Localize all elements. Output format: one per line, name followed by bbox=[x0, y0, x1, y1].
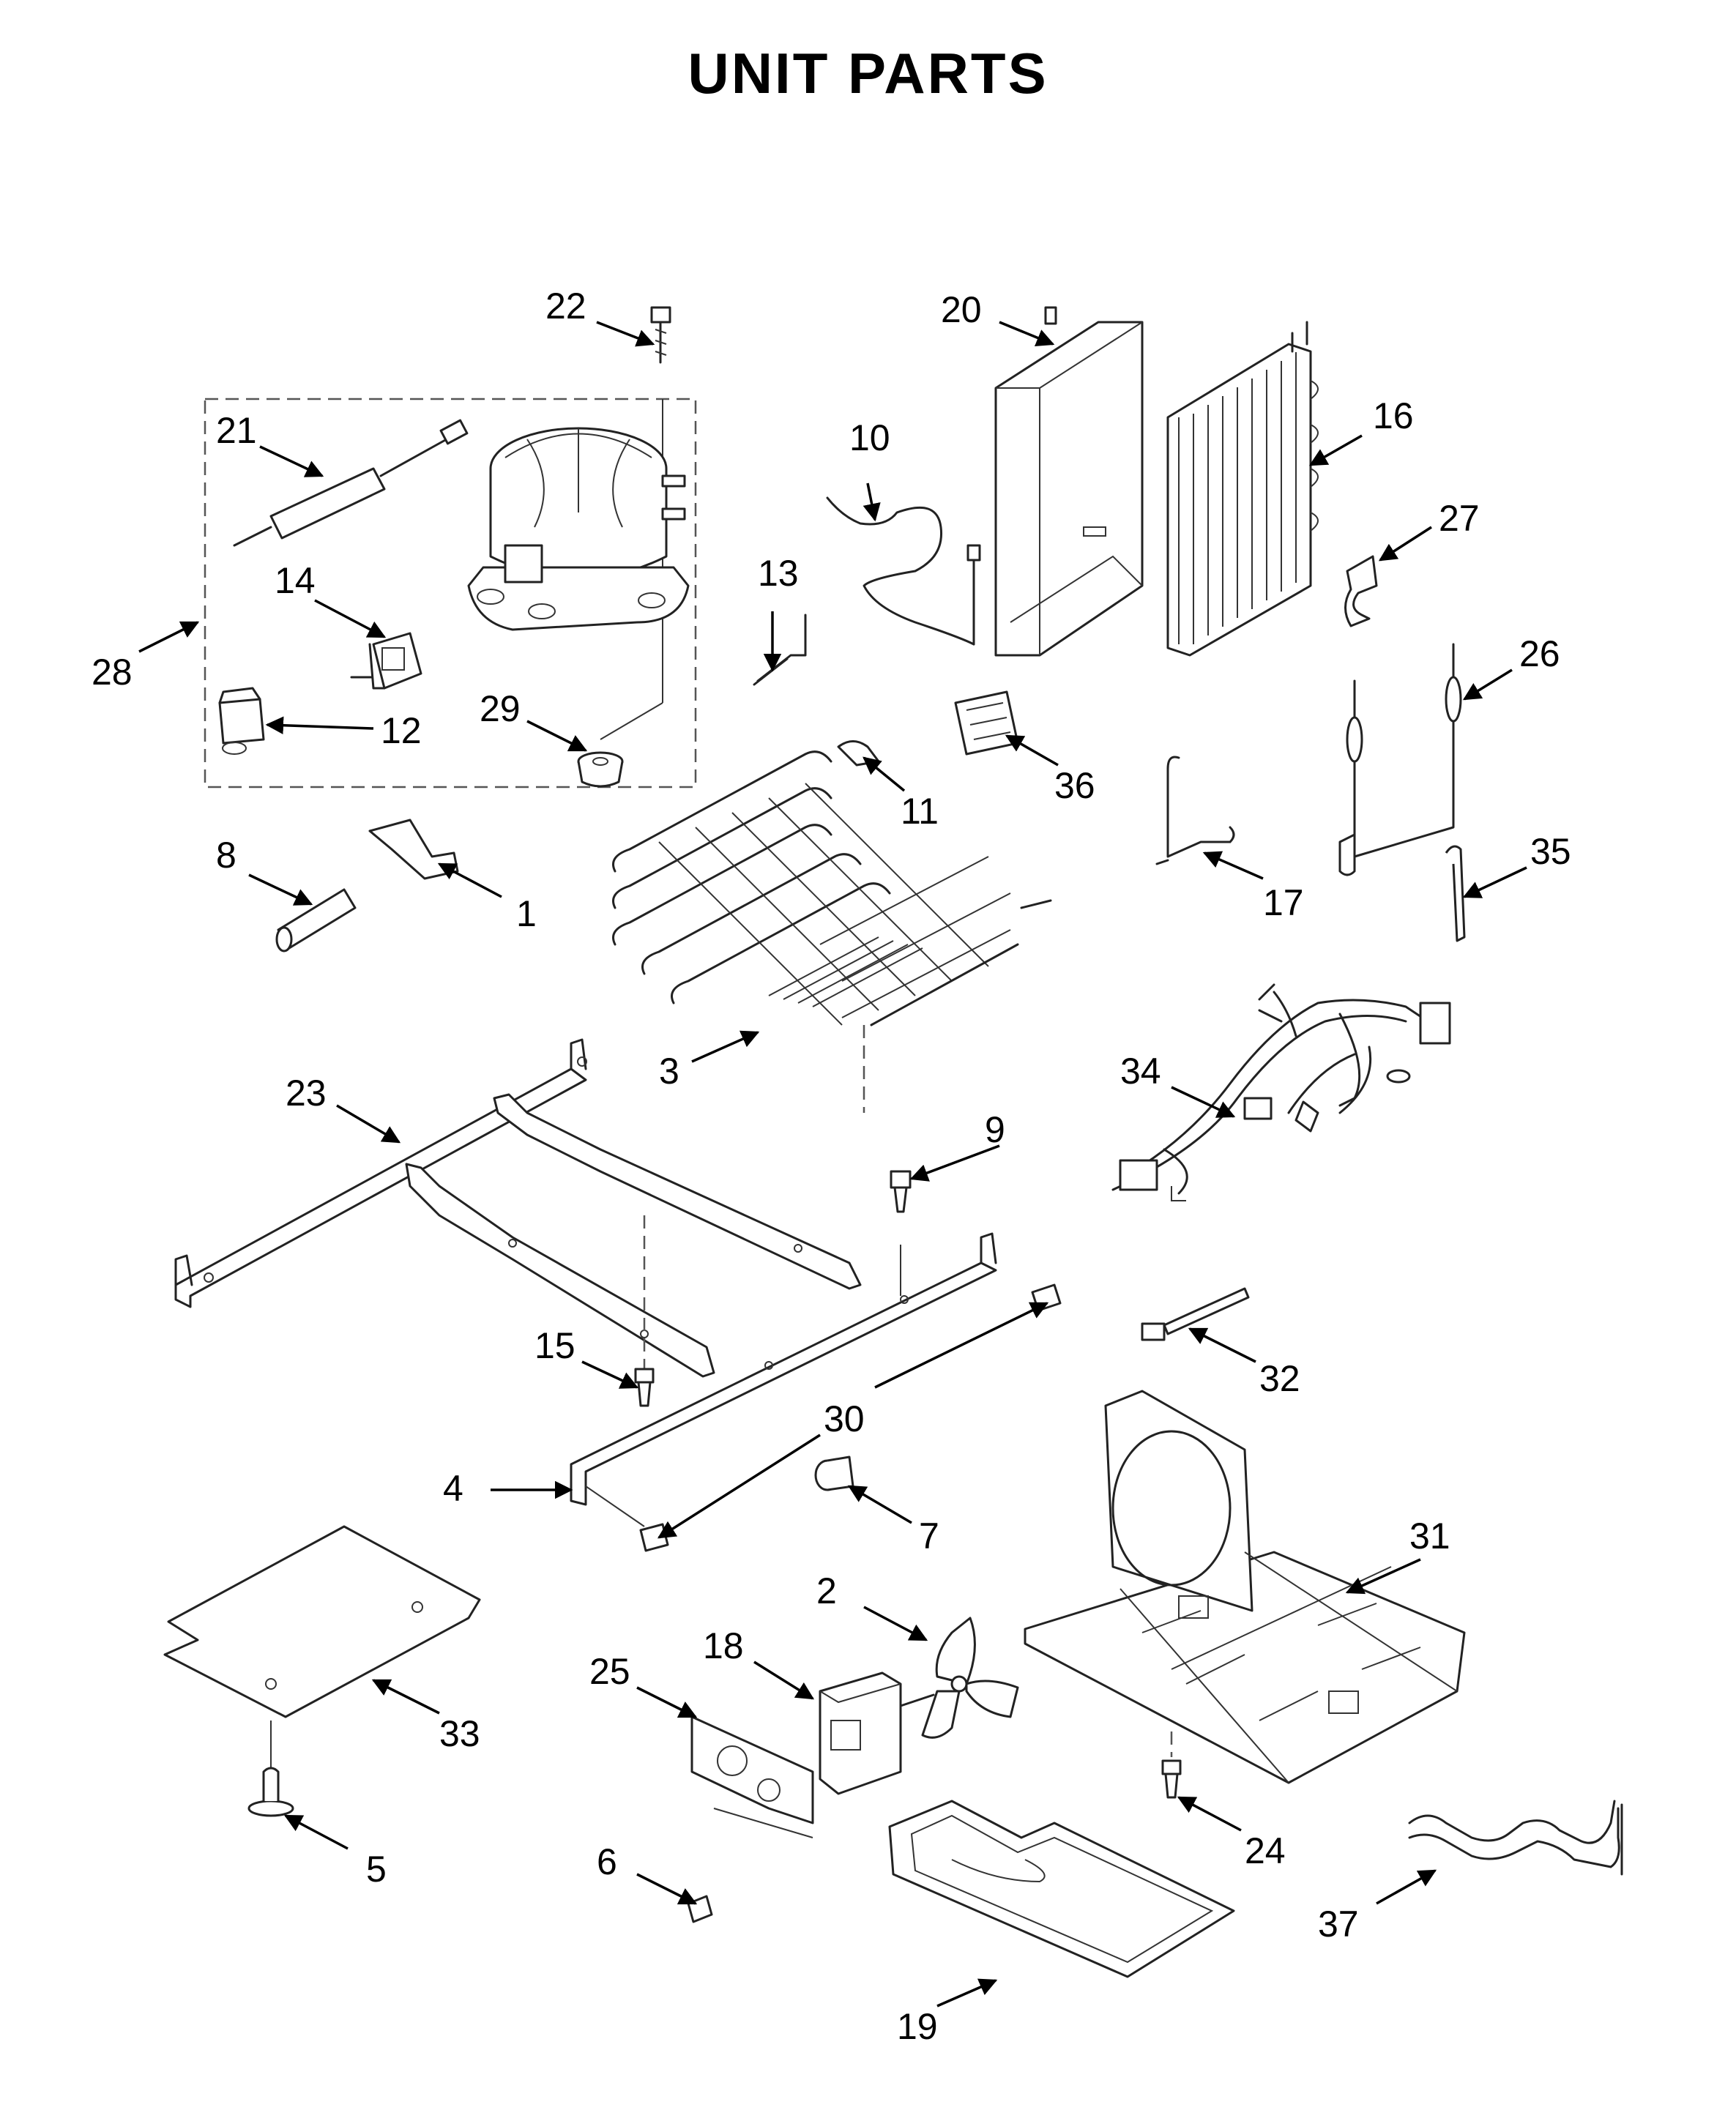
screw-9 bbox=[890, 1170, 912, 1213]
fitting bbox=[814, 1455, 854, 1491]
callout-16: 16 bbox=[1373, 395, 1414, 436]
start-relay bbox=[350, 632, 422, 690]
callout-29: 29 bbox=[480, 688, 521, 729]
evaporator-housing bbox=[994, 306, 1144, 657]
callout-9: 9 bbox=[985, 1109, 1005, 1150]
diagram-title: UNIT PARTS bbox=[688, 41, 1048, 105]
drain-pan-cover bbox=[163, 1525, 481, 1786]
callout-labels: 22 20 10 16 27 21 14 28 12 13 29 26 11 3… bbox=[92, 286, 1571, 2047]
callout-22: 22 bbox=[545, 286, 586, 327]
fan-bracket bbox=[690, 1715, 814, 1838]
cable-tie bbox=[1141, 1287, 1250, 1341]
callout-21: 21 bbox=[216, 410, 257, 451]
drier bbox=[233, 419, 469, 547]
callout-17: 17 bbox=[1263, 882, 1304, 923]
clip-11 bbox=[837, 740, 880, 767]
sleeve bbox=[275, 888, 357, 953]
screw-24 bbox=[1161, 1731, 1182, 1799]
callout-12: 12 bbox=[381, 710, 422, 751]
callout-25: 25 bbox=[589, 1651, 630, 1692]
callout-2: 2 bbox=[816, 1570, 837, 1611]
screw-22 bbox=[650, 306, 671, 364]
fan-blade bbox=[921, 1617, 1019, 1739]
callout-6: 6 bbox=[597, 1841, 617, 1882]
evaporator bbox=[1166, 321, 1319, 657]
drain-pan bbox=[888, 1800, 1235, 1978]
insulation-pad bbox=[368, 819, 459, 880]
callout-30: 30 bbox=[824, 1398, 865, 1439]
front-rail bbox=[570, 1232, 997, 1527]
callout-8: 8 bbox=[216, 835, 236, 876]
callout-3: 3 bbox=[659, 1051, 679, 1092]
condenser bbox=[612, 750, 1052, 1113]
fan-motor bbox=[819, 1671, 935, 1795]
leader-lines bbox=[138, 321, 1527, 2008]
callout-37: 37 bbox=[1318, 1904, 1359, 1945]
tube-13 bbox=[753, 614, 807, 686]
capacitor bbox=[218, 687, 265, 755]
callout-15: 15 bbox=[534, 1325, 575, 1366]
compressor bbox=[467, 427, 690, 631]
screw-30-rear bbox=[1031, 1283, 1062, 1312]
callout-26: 26 bbox=[1519, 633, 1560, 674]
callout-4: 4 bbox=[443, 1468, 463, 1509]
callout-35: 35 bbox=[1530, 831, 1571, 872]
callout-20: 20 bbox=[941, 289, 982, 330]
callout-18: 18 bbox=[703, 1625, 744, 1666]
clip-27 bbox=[1344, 555, 1378, 627]
push-pin bbox=[247, 1767, 294, 1817]
callout-19: 19 bbox=[897, 2006, 938, 2047]
callout-1: 1 bbox=[516, 893, 537, 934]
callout-32: 32 bbox=[1259, 1358, 1300, 1399]
callout-13: 13 bbox=[758, 553, 799, 594]
tube-assembly-26 bbox=[1338, 643, 1462, 876]
callout-7: 7 bbox=[919, 1516, 939, 1557]
callout-14: 14 bbox=[275, 560, 316, 601]
bracket-17 bbox=[1155, 756, 1235, 865]
callout-23: 23 bbox=[286, 1073, 327, 1114]
callout-10: 10 bbox=[849, 417, 890, 458]
screw-15 bbox=[634, 1215, 655, 1407]
grommet bbox=[577, 751, 624, 788]
suction-tube bbox=[826, 496, 981, 646]
base-rail-23 bbox=[174, 1038, 862, 1378]
callout-36: 36 bbox=[1054, 765, 1095, 806]
heater-plate bbox=[954, 690, 1019, 756]
callout-28: 28 bbox=[92, 652, 133, 693]
callout-31: 31 bbox=[1409, 1516, 1450, 1557]
wire-harness bbox=[1111, 983, 1451, 1201]
callout-5: 5 bbox=[366, 1849, 387, 1890]
callout-24: 24 bbox=[1245, 1830, 1286, 1871]
callout-11: 11 bbox=[901, 791, 939, 832]
callout-27: 27 bbox=[1439, 498, 1480, 539]
defrost-water-tube bbox=[1408, 1800, 1623, 1876]
screw-30-front bbox=[639, 1523, 669, 1552]
callout-33: 33 bbox=[439, 1713, 480, 1754]
base-pan bbox=[1024, 1390, 1466, 1784]
strap-35 bbox=[1445, 845, 1466, 942]
callout-34: 34 bbox=[1120, 1051, 1161, 1092]
screw-6 bbox=[687, 1895, 713, 1923]
